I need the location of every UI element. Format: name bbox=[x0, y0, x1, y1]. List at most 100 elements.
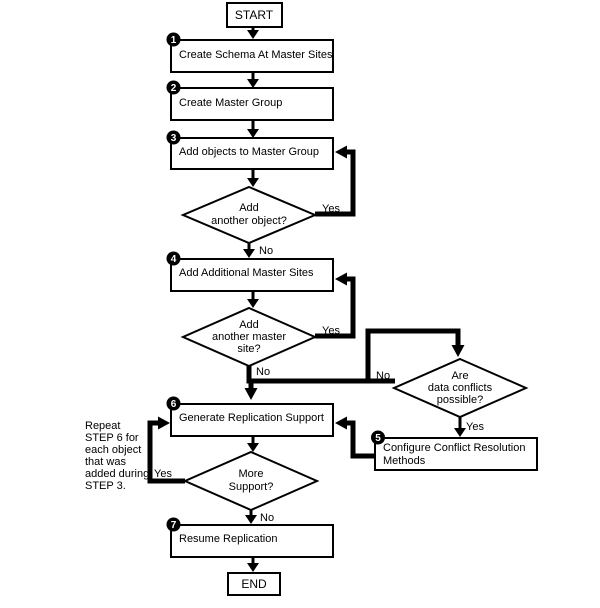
connector-step6-to-more-support-decision bbox=[247, 436, 259, 452]
process-label: Add Additional Master Sites bbox=[179, 267, 314, 279]
step-4-add-master-sites: Add Additional Master Sites 4 bbox=[166, 251, 334, 292]
process-label-line2: Methods bbox=[383, 455, 426, 467]
branch-label-more-support-no: No bbox=[260, 512, 274, 524]
decision-data-conflicts-possible: Are data conflicts possible? bbox=[391, 357, 529, 419]
step-number-badge bbox=[166, 130, 181, 145]
branch-label-more-support-yes: Yes bbox=[154, 468, 172, 480]
terminal-end: END bbox=[227, 572, 281, 596]
arrowhead-left-icon bbox=[335, 145, 347, 159]
connector-conflicts-yes-to-step5 bbox=[454, 417, 466, 437]
terminal-start-box bbox=[226, 2, 283, 28]
arrowhead-left-icon bbox=[335, 416, 347, 430]
arrowhead-down-icon bbox=[247, 178, 259, 187]
decision-shape bbox=[180, 185, 318, 245]
arrowhead-down-icon bbox=[245, 515, 257, 524]
arrowhead-down-icon bbox=[451, 345, 465, 357]
arrowhead-down-icon bbox=[247, 30, 259, 39]
arrowhead-down-icon bbox=[244, 388, 258, 400]
loop-more-support-yes-to-step6 bbox=[147, 416, 185, 484]
link-line bbox=[246, 328, 461, 384]
arrowhead-down-icon bbox=[247, 79, 259, 88]
connector-step1-to-step2 bbox=[247, 72, 259, 88]
process-box bbox=[170, 87, 334, 121]
process-label: Create Master Group bbox=[179, 97, 282, 109]
step-number-badge bbox=[166, 396, 181, 411]
arrowhead-down-icon bbox=[454, 428, 466, 437]
branch-label-add-object-no: No bbox=[259, 245, 273, 257]
step-2-create-master-group: Create Master Group 2 bbox=[166, 80, 334, 121]
arrowhead-left-icon bbox=[335, 272, 347, 286]
decision-label-line3: possible? bbox=[437, 394, 483, 406]
decision-shape bbox=[182, 450, 320, 512]
terminal-end-label: END bbox=[241, 577, 267, 591]
decision-shape bbox=[180, 306, 318, 368]
connector-step2-to-step3 bbox=[247, 120, 259, 138]
arrowhead-down-icon bbox=[247, 443, 259, 452]
loop-line bbox=[147, 420, 185, 484]
decision-add-another-object: Add another object? bbox=[180, 185, 318, 245]
step-5-configure-conflict-resolution: Configure Conflict Resolution Methods 5 bbox=[371, 430, 538, 471]
branch-label-add-master-yes: Yes bbox=[322, 325, 340, 337]
terminal-end-box bbox=[227, 572, 281, 596]
note-line1: Repeat bbox=[85, 420, 120, 432]
link-line bbox=[248, 378, 395, 389]
arrowhead-down-icon bbox=[243, 249, 255, 258]
decision-shape bbox=[391, 357, 529, 419]
step-1-create-schema: Create Schema At Master Sites 1 bbox=[166, 32, 334, 73]
process-box bbox=[170, 258, 334, 292]
loop-add-object-yes-to-step3 bbox=[315, 145, 356, 217]
connector-more-support-no-to-step7 bbox=[245, 510, 257, 524]
step-number: 6 bbox=[171, 399, 177, 410]
link-conflicts-no-to-step6 bbox=[244, 378, 395, 400]
connector-step4-to-add-master-decision bbox=[247, 291, 259, 308]
step-3-add-objects: Add objects to Master Group 3 bbox=[166, 130, 334, 170]
decision-label-line1: More bbox=[238, 468, 263, 480]
arrowhead-down-icon bbox=[247, 299, 259, 308]
step-number: 3 bbox=[171, 133, 177, 144]
step-number-badge bbox=[166, 32, 181, 47]
step-number-badge bbox=[371, 430, 385, 445]
arrowhead-down-icon bbox=[247, 563, 259, 572]
step-number: 7 bbox=[171, 520, 177, 531]
decision-more-support: More Support? bbox=[182, 450, 320, 512]
terminal-start: START bbox=[226, 2, 283, 28]
process-label: Resume Replication bbox=[179, 533, 277, 545]
note-line6: STEP 3. bbox=[85, 480, 126, 492]
step-number-badge bbox=[166, 80, 181, 95]
arrowhead-down-icon bbox=[247, 129, 259, 138]
decision-label-line2: Support? bbox=[229, 481, 274, 493]
connector-start-to-step1 bbox=[247, 27, 259, 39]
branch-label-add-master-no: No bbox=[256, 366, 270, 378]
link-add-master-no-to-conflicts-decision bbox=[246, 328, 465, 384]
step-number: 5 bbox=[375, 433, 381, 444]
process-box bbox=[170, 39, 334, 73]
step-number-badge bbox=[166, 251, 181, 266]
decision-label-line1: Add bbox=[239, 319, 259, 331]
connector-step3-to-add-object-decision bbox=[247, 169, 259, 187]
arrowhead-right-icon bbox=[158, 416, 170, 430]
step-number-badge bbox=[166, 517, 181, 532]
process-box bbox=[170, 137, 334, 170]
connector-add-object-no-to-step4 bbox=[243, 243, 255, 258]
loop-line bbox=[315, 149, 356, 217]
connector-step7-to-end bbox=[247, 557, 259, 572]
note-line5: added during bbox=[85, 468, 149, 480]
decision-label-line3: site? bbox=[237, 343, 260, 355]
decision-label-line2: another master bbox=[212, 331, 286, 343]
repeat-step6-note: Repeat STEP 6 for each object that was a… bbox=[85, 420, 149, 492]
process-label: Create Schema At Master Sites bbox=[179, 49, 333, 61]
decision-add-another-master-site: Add another master site? bbox=[180, 306, 318, 368]
link-line bbox=[347, 420, 375, 459]
decision-label-line1: Add bbox=[239, 202, 259, 214]
branch-label-conflicts-yes: Yes bbox=[466, 421, 484, 433]
note-line3: each object bbox=[85, 444, 141, 456]
process-box bbox=[170, 403, 334, 437]
decision-label-line2: data conflicts bbox=[428, 382, 493, 394]
note-line2: STEP 6 for bbox=[85, 432, 139, 444]
step-number: 4 bbox=[171, 254, 177, 265]
loop-add-master-yes-to-step4 bbox=[315, 272, 356, 339]
step-number: 2 bbox=[171, 83, 177, 94]
terminal-start-label: START bbox=[235, 8, 274, 22]
